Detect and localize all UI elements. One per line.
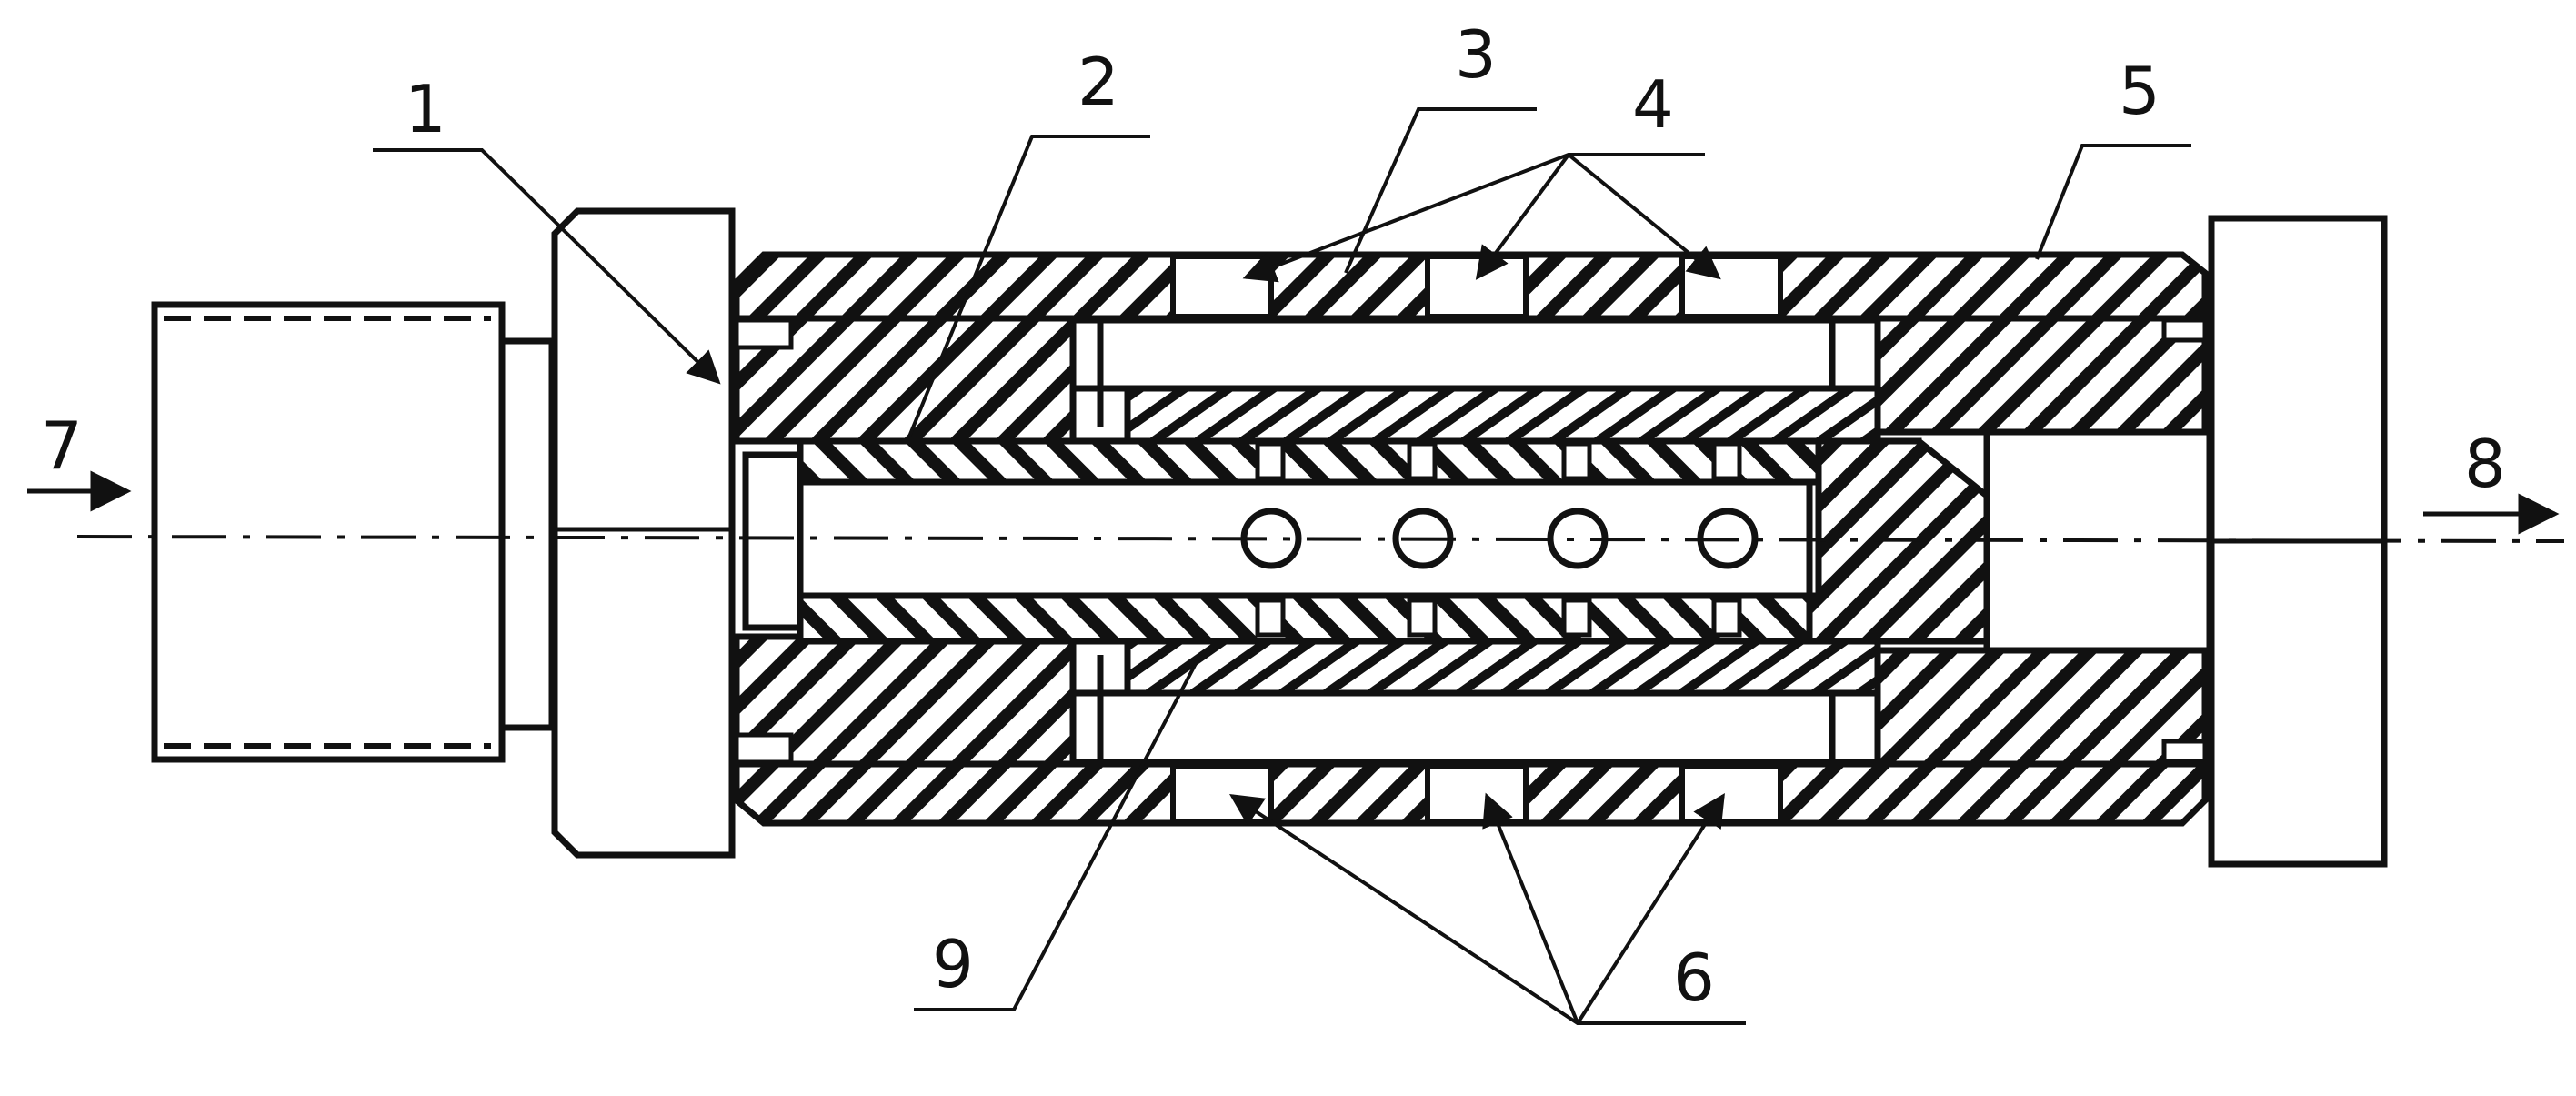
lower-chamber <box>1069 689 1881 766</box>
leader-3 <box>1344 107 1537 274</box>
label-4: 4 <box>1632 66 1674 143</box>
label-1: 1 <box>405 71 446 147</box>
label-8: 8 <box>2464 426 2506 502</box>
upper-chamber <box>1069 317 1881 392</box>
leader-6 <box>1228 794 1746 1025</box>
leader-2 <box>907 135 1150 437</box>
inlet-neck <box>498 337 556 731</box>
leader-1 <box>373 148 721 385</box>
label-6: 6 <box>1673 940 1715 1016</box>
spring-top <box>1124 385 1881 445</box>
leader-9 <box>914 654 1202 1011</box>
label-7: 7 <box>41 407 83 484</box>
label-9: 9 <box>932 926 974 1002</box>
label-2: 2 <box>1078 44 1119 120</box>
leader-5 <box>2035 144 2191 260</box>
right-block-top <box>1874 315 2209 436</box>
inner-tube-bottom <box>797 592 1922 645</box>
right-block-bottom <box>1874 647 2209 768</box>
label-5: 5 <box>2119 53 2160 129</box>
centerline <box>76 535 2565 543</box>
label-3: 3 <box>1455 16 1497 93</box>
inner-tube-top <box>797 437 1922 486</box>
spring-bottom <box>1124 638 1881 697</box>
inlet-cylinder <box>151 301 506 763</box>
